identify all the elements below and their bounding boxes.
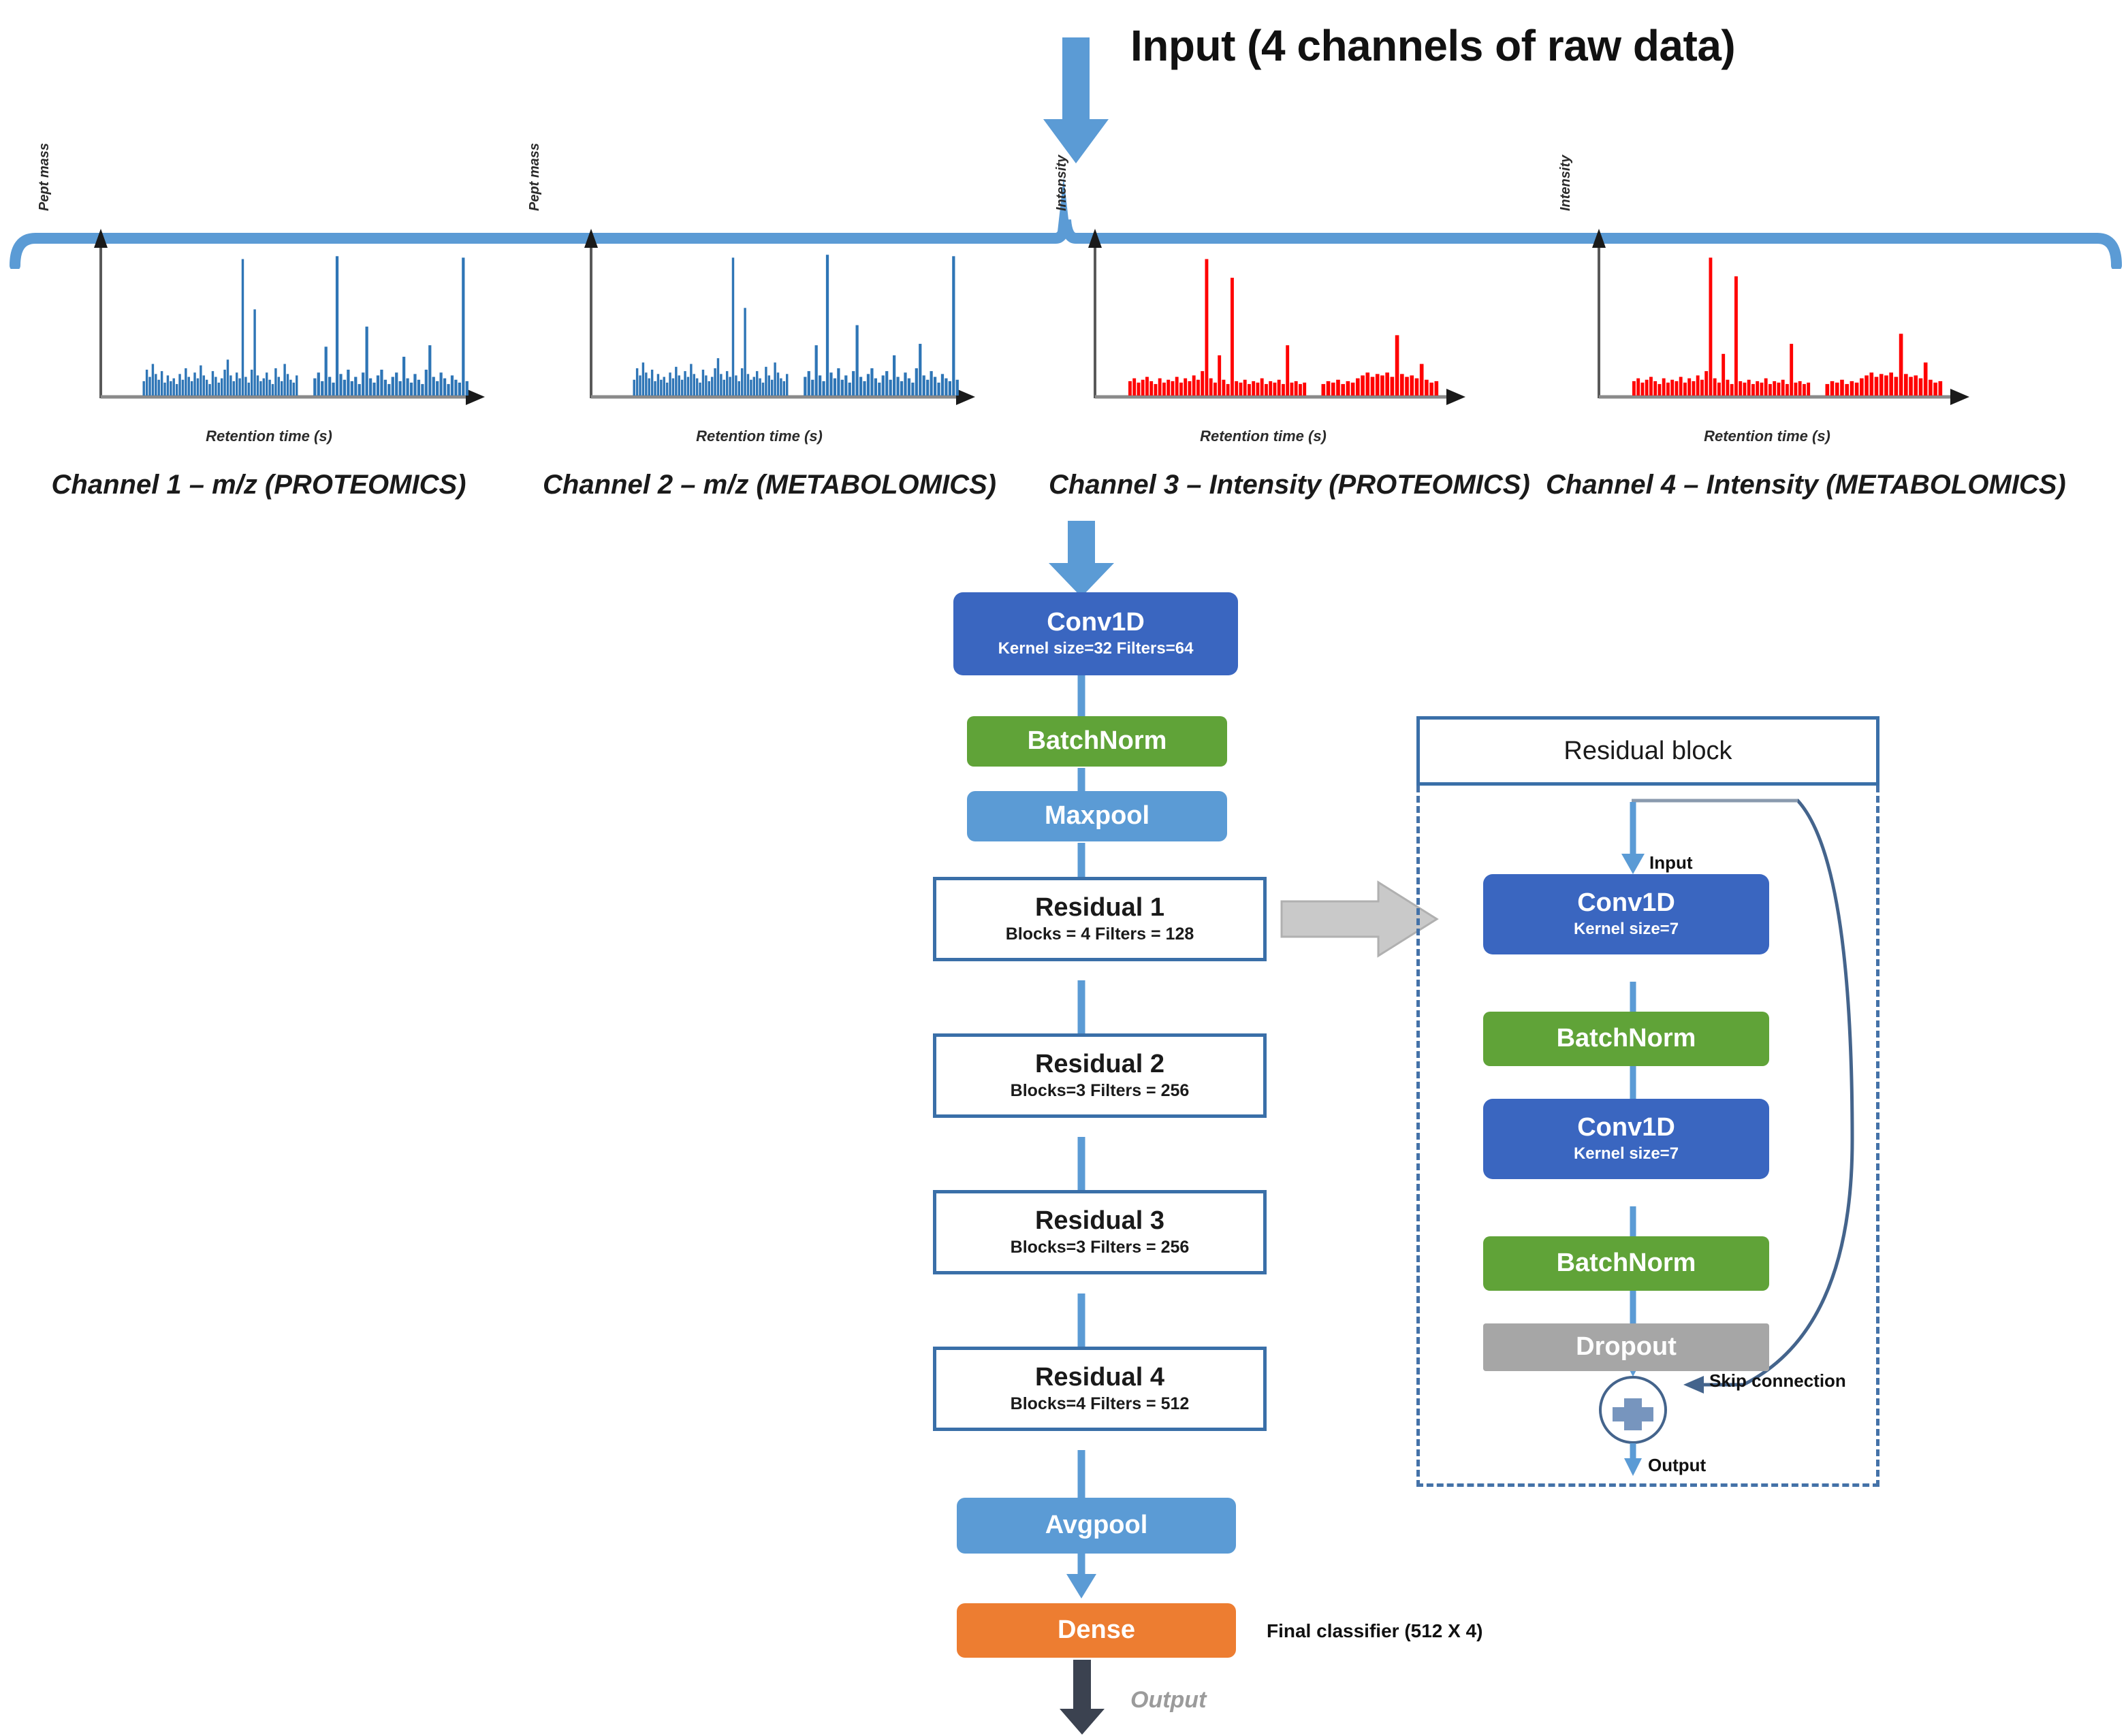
node-maxpool-title: Maxpool bbox=[1044, 801, 1150, 831]
skip-connection-label: Skip connection bbox=[1709, 1370, 1846, 1391]
channel-2-xlabel: Retention time (s) bbox=[696, 428, 823, 445]
residual-block-input-label: Input bbox=[1649, 852, 1693, 873]
node-residual-1-title: Residual 1 bbox=[1034, 893, 1165, 922]
rb-node-conv1d-1-title: Conv1D bbox=[1577, 888, 1675, 918]
channel-3-caption: Channel 3 – Intensity (PROTEOMICS) bbox=[1049, 470, 1530, 500]
residual-block-header: Residual block bbox=[1416, 716, 1879, 786]
channel-3-xlabel: Retention time (s) bbox=[1200, 428, 1327, 445]
node-avgpool-title: Avgpool bbox=[1045, 1511, 1148, 1540]
pipeline-connectors bbox=[1066, 674, 1096, 1598]
node-batchnorm-title: BatchNorm bbox=[1027, 726, 1167, 756]
node-residual-4[interactable]: Residual 4 Blocks=4 Filters = 512 bbox=[933, 1347, 1267, 1431]
rb-node-conv1d-2[interactable]: Conv1D Kernel size=7 bbox=[1483, 1099, 1769, 1179]
residual-block-panel bbox=[1416, 786, 1879, 1487]
rb-node-batchnorm-2[interactable]: BatchNorm bbox=[1483, 1236, 1769, 1291]
channel-1-xlabel: Retention time (s) bbox=[206, 428, 332, 445]
residual-block-header-label: Residual block bbox=[1564, 736, 1732, 765]
channels-brace bbox=[10, 177, 2122, 269]
rb-node-batchnorm-1-title: BatchNorm bbox=[1556, 1024, 1696, 1053]
callout-arrow-icon bbox=[1280, 880, 1439, 958]
rb-node-dropout[interactable]: Dropout bbox=[1483, 1323, 1769, 1371]
rb-node-dropout-title: Dropout bbox=[1576, 1332, 1677, 1362]
node-dense-title: Dense bbox=[1057, 1616, 1136, 1645]
rb-node-batchnorm-2-title: BatchNorm bbox=[1556, 1249, 1696, 1278]
channel-4-ylabel: Intensity bbox=[1558, 155, 1573, 211]
node-residual-4-subtitle: Blocks=4 Filters = 512 bbox=[1010, 1394, 1190, 1413]
channel-2-caption: Channel 2 – m/z (METABOLOMICS) bbox=[543, 470, 996, 500]
channel-4-caption: Channel 4 – Intensity (METABOLOMICS) bbox=[1546, 470, 2066, 500]
node-conv1d-title: Conv1D bbox=[1047, 608, 1145, 637]
channel-4-chart bbox=[1566, 225, 1975, 429]
output-arrow-icon bbox=[1060, 1660, 1105, 1735]
channel-3-ylabel: Intensity bbox=[1054, 155, 1069, 211]
node-residual-2-subtitle: Blocks=3 Filters = 256 bbox=[1010, 1080, 1190, 1100]
rb-node-batchnorm-1[interactable]: BatchNorm bbox=[1483, 1012, 1769, 1066]
channel-3-chart bbox=[1062, 225, 1471, 429]
channel-1-ylabel: Pept mass bbox=[37, 142, 52, 211]
rb-node-conv1d-1-subtitle: Kernel size=7 bbox=[1573, 920, 1679, 939]
node-avgpool[interactable]: Avgpool bbox=[957, 1498, 1236, 1554]
residual-block-wiring bbox=[1599, 799, 1854, 1476]
node-residual-1[interactable]: Residual 1 Blocks = 4 Filters = 128 bbox=[933, 877, 1267, 961]
node-residual-2[interactable]: Residual 2 Blocks=3 Filters = 256 bbox=[933, 1033, 1267, 1118]
node-residual-2-title: Residual 2 bbox=[1034, 1049, 1165, 1078]
to-conv1d-arrow-icon bbox=[1049, 521, 1114, 597]
node-residual-1-subtitle: Blocks = 4 Filters = 128 bbox=[1005, 924, 1194, 944]
node-dense[interactable]: Dense bbox=[957, 1603, 1236, 1658]
channel-1-caption: Channel 1 – m/z (PROTEOMICS) bbox=[51, 470, 466, 500]
channel-1-chart bbox=[68, 225, 490, 429]
node-conv1d-subtitle: Kernel size=32 Filters=64 bbox=[998, 639, 1194, 658]
channel-4-xlabel: Retention time (s) bbox=[1704, 428, 1830, 445]
node-residual-4-title: Residual 4 bbox=[1034, 1362, 1165, 1392]
input-arrow-icon bbox=[1043, 37, 1109, 163]
node-batchnorm[interactable]: BatchNorm bbox=[967, 716, 1227, 767]
channel-2-chart bbox=[558, 225, 981, 429]
page-title: Input (4 channels of raw data) bbox=[1130, 21, 1736, 70]
rb-node-conv1d-2-subtitle: Kernel size=7 bbox=[1573, 1144, 1679, 1163]
node-residual-3-title: Residual 3 bbox=[1034, 1206, 1165, 1235]
node-residual-3-subtitle: Blocks=3 Filters = 256 bbox=[1010, 1237, 1190, 1257]
rb-node-conv1d-2-title: Conv1D bbox=[1577, 1113, 1675, 1142]
node-maxpool[interactable]: Maxpool bbox=[967, 791, 1227, 841]
node-conv1d[interactable]: Conv1D Kernel size=32 Filters=64 bbox=[953, 592, 1238, 675]
residual-block-output-label: Output bbox=[1648, 1455, 1707, 1475]
output-label: Output bbox=[1130, 1687, 1207, 1713]
node-residual-3[interactable]: Residual 3 Blocks=3 Filters = 256 bbox=[933, 1190, 1267, 1274]
rb-node-conv1d-1[interactable]: Conv1D Kernel size=7 bbox=[1483, 874, 1769, 954]
channel-2-ylabel: Pept mass bbox=[527, 142, 542, 211]
final-classifier-label: Final classifier (512 X 4) bbox=[1267, 1620, 1483, 1641]
